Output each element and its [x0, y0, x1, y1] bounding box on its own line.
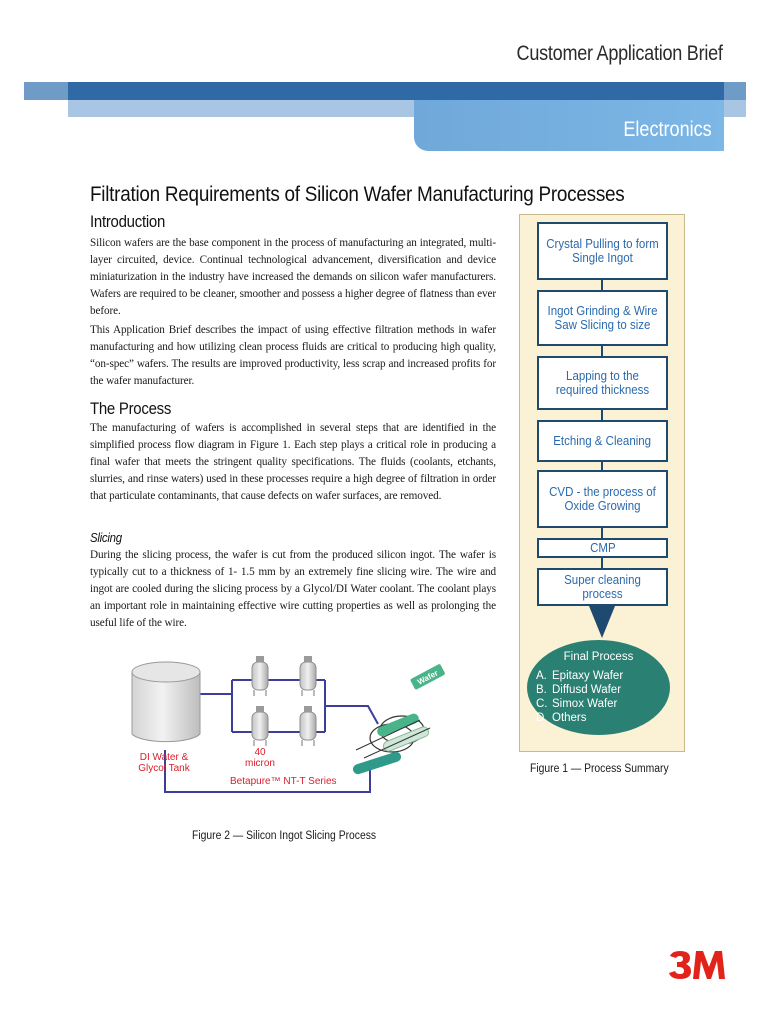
filter-housing-icon: [251, 656, 317, 746]
flow-connector: [601, 280, 603, 290]
slicing-process-figure: Wafer DI Water & Glycol Tank 40 micron B…: [120, 650, 490, 820]
slicing-heading: Slicing: [90, 530, 122, 545]
figure-2-caption: Figure 2 — Silicon Ingot Slicing Process: [192, 830, 377, 842]
wire-saw-icon: [352, 713, 431, 775]
flow-connector: [601, 558, 603, 568]
flow-step-lapping: Lapping to the required thickness: [537, 356, 668, 410]
tank-label: DI Water & Glycol Tank: [134, 752, 194, 774]
final-item: B.Diffusd Wafer: [536, 684, 622, 696]
tank-label-line-1: DI Water &: [139, 752, 189, 763]
final-item: A.Epitaxy Wafer: [536, 670, 624, 682]
micron-value: 40: [254, 747, 266, 758]
final-item: D.Others: [536, 712, 587, 724]
header-band-light: [68, 100, 418, 117]
flow-connector: [601, 462, 603, 470]
flow-step-super-cleaning: Super cleaning process: [537, 568, 668, 606]
wafer-tag: [410, 664, 445, 690]
micron-unit: micron: [244, 758, 275, 769]
process-paragraph: The manufacturing of wafers is accomplis…: [90, 422, 496, 502]
process-heading: The Process: [90, 399, 172, 418]
introduction-paragraph-2: This Application Brief describes the imp…: [90, 324, 496, 387]
flow-connector: [601, 528, 603, 538]
3m-logo-mark: [669, 951, 725, 979]
3m-logo: [668, 950, 726, 980]
filter-series-label: Betapure™ NT-T Series: [230, 776, 337, 787]
header-band-dark: [68, 82, 724, 100]
introduction-heading: Introduction: [90, 212, 166, 231]
introduction-paragraph-1: Silicon wafers are the base component in…: [90, 237, 496, 317]
section-label: Electronics: [623, 118, 712, 141]
section-panel: [414, 100, 724, 151]
flow-step-etching: Etching & Cleaning: [537, 420, 668, 462]
flow-step-cvd: CVD - the process of Oxide Growing: [537, 470, 668, 528]
document-type-label: Customer Application Brief: [516, 42, 723, 65]
flow-step-ingot-grinding: Ingot Grinding & Wire Saw Slicing to siz…: [537, 290, 668, 346]
final-process-title: Final Process: [563, 651, 634, 663]
micron-rating-label: 40 micron: [242, 747, 278, 769]
document-title: Filtration Requirements of Silicon Wafer…: [90, 182, 625, 206]
slicing-process-diagram: [131, 656, 445, 793]
final-process-oval: Final Process A.Epitaxy Wafer B.Diffusd …: [527, 640, 670, 735]
slicing-paragraph: During the slicing process, the wafer is…: [90, 549, 496, 629]
flow-connector: [601, 410, 603, 420]
glycol-tank-icon: [131, 661, 201, 743]
flow-step-crystal-pulling: Crystal Pulling to form Single Ingot: [537, 222, 668, 280]
down-arrow-icon: [589, 606, 615, 638]
header-band-left: [24, 82, 68, 100]
final-item: C.Simox Wafer: [536, 698, 618, 710]
flow-connector: [601, 346, 603, 356]
header-band-edge: [724, 100, 746, 117]
figure-1-caption: Figure 1 — Process Summary: [530, 763, 669, 775]
tank-label-line-2: Glycol Tank: [138, 763, 190, 774]
header-band-right: [724, 82, 746, 100]
flow-step-cmp: CMP: [537, 538, 668, 558]
